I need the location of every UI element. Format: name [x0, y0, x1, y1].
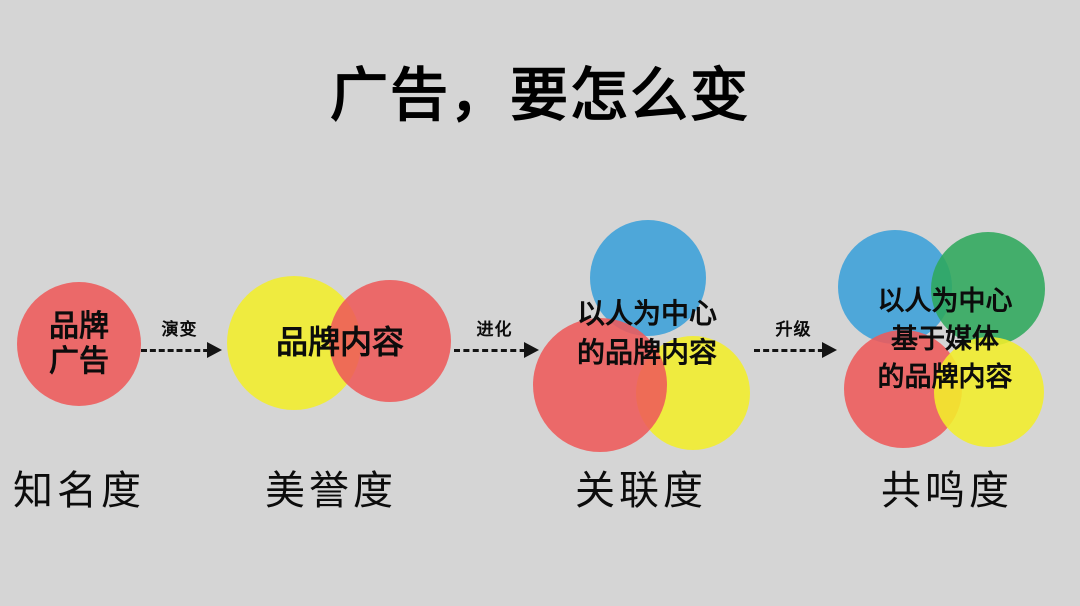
- arrow3-label: 升级: [775, 320, 812, 339]
- stage2-label: 美誉度: [265, 469, 397, 513]
- arrow-2-advance: 进化: [454, 315, 539, 358]
- text-line: 的品牌内容: [576, 336, 717, 368]
- arrow-3-upgrade: 升级: [754, 315, 837, 358]
- red-circle: [533, 318, 667, 452]
- stage1-circle-text: 品牌 广告: [17, 282, 141, 406]
- arrow1-dashed-line: [141, 342, 222, 358]
- text-line: 广告: [49, 345, 109, 378]
- stage4-label: 共鸣度: [881, 469, 1013, 513]
- text-line: 以人为中心: [877, 286, 1013, 316]
- arrow-1-evolution: 演变: [141, 315, 222, 358]
- stage4-circle-text: 以人为中心 基于媒体 的品牌内容: [850, 283, 1040, 396]
- red-circle: [329, 280, 451, 402]
- green-circle: [931, 232, 1045, 346]
- page-title: 广告，要怎么变: [329, 63, 750, 128]
- text-line: 以人为中心: [576, 298, 717, 329]
- text-line: 基于媒体: [891, 323, 999, 354]
- blue-circle: [590, 220, 706, 336]
- arrow2-label: 进化: [476, 320, 513, 339]
- arrow2-dashed-line: [454, 342, 539, 358]
- red-circle: [17, 282, 141, 406]
- arrow1-label: 演变: [161, 320, 198, 339]
- text-line: 的品牌内容: [877, 361, 1013, 392]
- stage1-label: 知名度: [13, 469, 145, 513]
- stage2-circle-text: 品牌内容: [238, 320, 442, 360]
- yellow-circle: [934, 337, 1044, 447]
- stage3-label: 关联度: [575, 469, 707, 513]
- text-line: 品牌: [49, 309, 109, 343]
- arrow3-dashed-line: [754, 342, 837, 358]
- stage3-circle-text: 以人为中心 的品牌内容: [556, 295, 738, 372]
- text-line: 品牌内容: [275, 324, 404, 360]
